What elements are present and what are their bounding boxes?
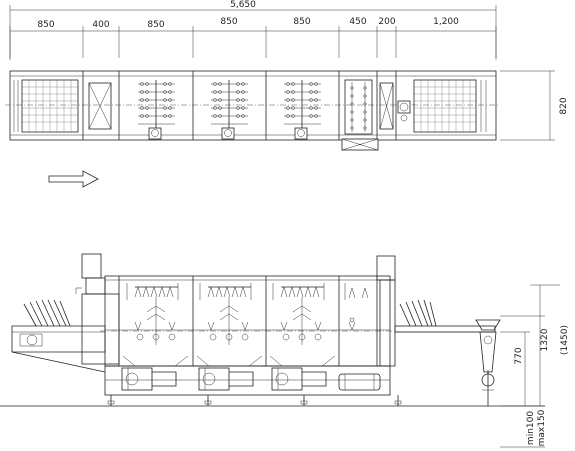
section-2-width: 400 xyxy=(92,20,109,30)
exit-hood-side xyxy=(376,255,396,367)
section-1-width: 850 xyxy=(37,20,54,30)
flow-direction-arrow xyxy=(48,170,99,188)
depth-dimension: 820 xyxy=(500,70,569,141)
leg-adjust-min-label: min100 xyxy=(526,411,536,445)
entry-curtain-plan xyxy=(88,82,112,130)
wash-zone-3-plan xyxy=(284,80,321,140)
loading-conveyor-plan xyxy=(13,79,79,133)
exit-curtain-plan xyxy=(379,82,394,130)
leg-adjust-dimension: min100 max150 xyxy=(500,405,547,448)
unloading-table-plan xyxy=(397,79,487,133)
section-7-width: 200 xyxy=(378,17,395,27)
pump-motor-2 xyxy=(198,367,254,391)
section-3-width: 850 xyxy=(147,20,164,30)
total-height-alt-label: (1450) xyxy=(560,325,570,355)
total-height-label: 1320 xyxy=(540,328,550,351)
wash-zone-1-spray xyxy=(126,283,179,345)
unloading-table-side xyxy=(394,299,501,391)
machine-body-side xyxy=(100,275,395,396)
pump-motor-1 xyxy=(121,367,177,391)
rinse-zone-spray xyxy=(344,283,369,331)
booster-heater xyxy=(338,373,381,391)
section-4-width: 850 xyxy=(220,17,237,27)
wash-zone-3-spray xyxy=(272,283,325,345)
loading-conveyor-side xyxy=(11,299,106,373)
height-dimensions: 770 1320 (1450) xyxy=(500,284,570,406)
overall-width-label: 5,650 xyxy=(230,0,256,10)
rinse-zone-plan xyxy=(341,79,379,151)
machine-legs xyxy=(107,370,489,406)
leg-adjust-max-label: max150 xyxy=(537,409,547,446)
section-8-width: 1,200 xyxy=(433,17,459,27)
wash-zone-2-spray xyxy=(199,283,252,345)
wash-zone-2-plan xyxy=(211,80,248,140)
section-5-width: 850 xyxy=(293,17,310,27)
pump-motor-3 xyxy=(271,367,327,391)
depth-label: 820 xyxy=(559,97,569,114)
entry-hood-side xyxy=(75,253,120,365)
section-6-width: 450 xyxy=(349,17,366,27)
working-height-label: 770 xyxy=(514,347,524,364)
side-view xyxy=(0,253,545,407)
plan-view xyxy=(5,70,500,151)
wash-zone-1-plan xyxy=(138,80,175,140)
section-dimensions: 850 400 850 850 850 450 200 1,200 xyxy=(9,17,497,58)
